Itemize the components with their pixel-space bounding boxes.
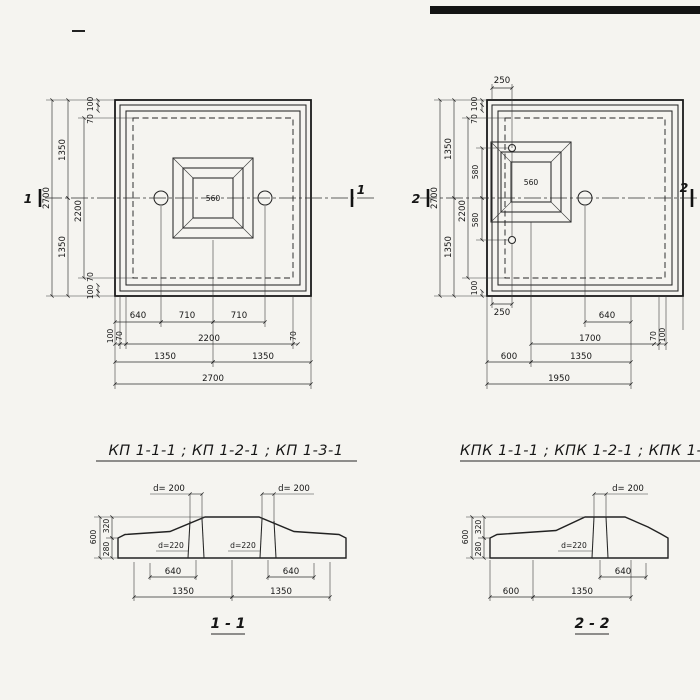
- dim-1350-bottom: 1350: [58, 236, 68, 258]
- slab-profile: [117, 516, 347, 559]
- slab-profile: [489, 516, 669, 559]
- dim-1350: 1350: [570, 352, 592, 362]
- d200-leaders: [592, 492, 648, 517]
- section-caption-1-1: 1 - 1: [210, 616, 245, 632]
- dim-70-chain-a: 70: [115, 331, 124, 341]
- plan-view-kpk: 2 2 560 250 250: [412, 76, 700, 389]
- dimension-lines-bottom: [113, 320, 313, 386]
- d200-leaders: [150, 492, 314, 521]
- dim-70-bottom: 70: [86, 272, 95, 282]
- dim-1350-bottom: 1350: [444, 236, 454, 258]
- dim-320: 320: [474, 520, 483, 535]
- dim-70-chain-b: 70: [289, 331, 298, 341]
- bottom-dims: [488, 560, 648, 601]
- dim-600-height: 600: [461, 530, 470, 545]
- height-dims: [466, 515, 585, 560]
- dim-640-right: 640: [283, 567, 299, 577]
- dim-1700: 1700: [579, 334, 601, 344]
- dim-250-top-group: [490, 84, 514, 148]
- dim-d200: d= 200: [612, 484, 644, 494]
- dim-280: 280: [102, 542, 111, 557]
- dim-640-left: 640: [165, 567, 181, 577]
- dim-640: 640: [130, 311, 146, 321]
- dim-640: 640: [599, 311, 615, 321]
- dim-280: 280: [474, 542, 483, 557]
- dim-1350: 1350: [571, 587, 593, 597]
- dim-70-top: 70: [470, 114, 479, 124]
- dim-2200-left: 2200: [74, 200, 84, 222]
- dim-250-bottom-group: [490, 244, 514, 308]
- dim-100-bottom: 100: [86, 285, 95, 300]
- dim-70-chain: 70: [649, 331, 658, 341]
- dim-640: 640: [615, 567, 631, 577]
- title-kpk-marks: КПК 1-1-1 ; КПК 1-2-1 ; КПК 1-3-1: [460, 443, 700, 459]
- dim-600: 600: [503, 587, 519, 597]
- dim-2200-bottom: 2200: [198, 334, 220, 344]
- lifting-loop-bottom: [507, 235, 517, 245]
- socket-pyramid: [490, 141, 572, 223]
- dim-2700-left: 2700: [430, 187, 440, 209]
- dim-1350-left: 1350: [172, 587, 194, 597]
- dim-d220-right: d=220: [230, 541, 256, 550]
- height-dims: [94, 515, 205, 560]
- dimension-lines-left: [50, 98, 100, 298]
- section-mark-1-left: 1: [24, 191, 33, 206]
- dim-2700-bottom: 2700: [202, 374, 224, 384]
- dim-100-bottom: 100: [470, 281, 479, 296]
- pocket-left: [187, 518, 205, 559]
- dim-d220: d=220: [561, 541, 587, 550]
- socket-dim-label: 560: [206, 194, 221, 203]
- dim-100-chain: 100: [106, 329, 115, 344]
- dim-2200-left: 2200: [458, 200, 468, 222]
- dim-2700-left: 2700: [42, 187, 52, 209]
- section-mark-2-right: 2: [680, 180, 689, 195]
- dim-320: 320: [102, 519, 111, 534]
- dim-1350-top: 1350: [444, 138, 454, 160]
- section-caption-2-2: 2 - 2: [574, 616, 609, 632]
- dim-70-top: 70: [86, 114, 95, 124]
- dim-d220-left: d=220: [158, 541, 184, 550]
- dim-1950: 1950: [548, 374, 570, 384]
- socket-pyramid: [172, 157, 254, 239]
- bottom-dims: [132, 560, 332, 601]
- extension-lines-left: [46, 99, 133, 297]
- dim-580-a: 580: [471, 165, 480, 180]
- section-view-1-1: КП 1-1-1 ; КП 1-2-1 ; КП 1-3-1 d= 200 d=…: [89, 443, 357, 635]
- dim-600-height: 600: [89, 530, 98, 545]
- dimension-lines-bottom: [485, 320, 668, 386]
- dim-250-top: 250: [494, 76, 510, 86]
- section-mark-1-right: 1: [357, 182, 366, 197]
- pocket-right: [259, 518, 277, 559]
- dim-100-top: 100: [470, 97, 479, 112]
- dim-1350-b: 1350: [252, 352, 274, 362]
- title-kp-marks: КП 1-1-1 ; КП 1-2-1 ; КП 1-3-1: [108, 443, 343, 459]
- dim-1350-a: 1350: [154, 352, 176, 362]
- dim-600: 600: [501, 352, 517, 362]
- dim-100-chain: 100: [658, 328, 667, 343]
- section-view-2-2: КПК 1-1-1 ; КПК 1-2-1 ; КПК 1-3-1 d= 200…: [460, 443, 700, 635]
- dim-d200-right: d= 200: [278, 484, 310, 494]
- dim-1350-right: 1350: [270, 587, 292, 597]
- dim-100-top: 100: [86, 97, 95, 112]
- socket-dim-label: 560: [524, 178, 539, 187]
- dim-250-bottom: 250: [494, 308, 510, 318]
- dim-d200-left: d= 200: [153, 484, 185, 494]
- dim-710-a: 710: [179, 311, 195, 321]
- dim-580-b: 580: [471, 213, 480, 228]
- dimension-lines-left: [438, 98, 484, 298]
- dim-710-b: 710: [231, 311, 247, 321]
- pocket: [591, 516, 609, 559]
- plan-view-kp: 1 1 560 100 70 70 100 2200 1350 1350 270…: [24, 97, 375, 389]
- dim-1350-top: 1350: [58, 139, 68, 161]
- top-edge-bar: [430, 6, 700, 14]
- section-mark-2-left: 2: [412, 191, 421, 206]
